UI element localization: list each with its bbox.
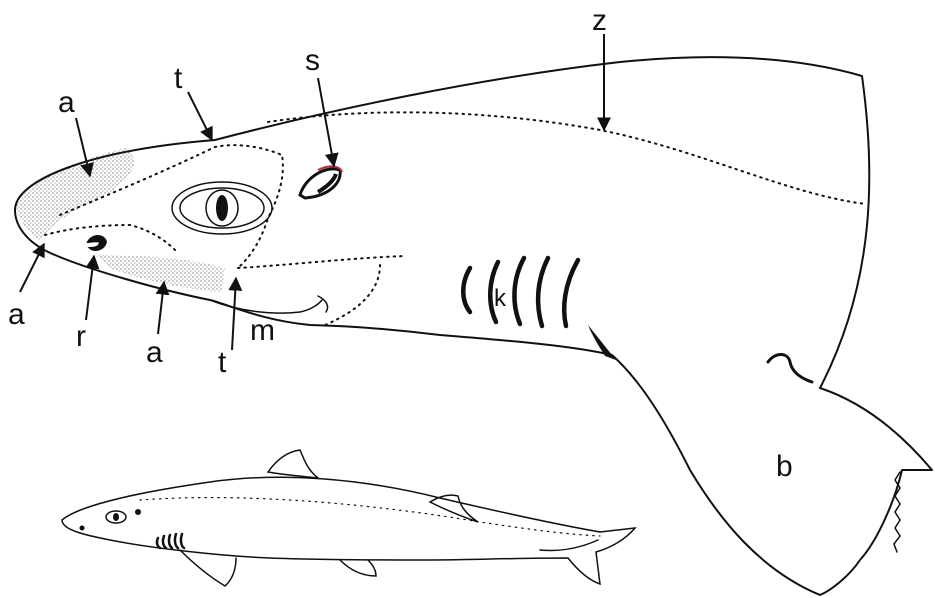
label-s: s bbox=[305, 44, 320, 77]
arrow-r bbox=[86, 256, 94, 320]
small-spiracle-icon bbox=[135, 509, 141, 515]
small-nostril-icon bbox=[80, 526, 85, 531]
small-pupil bbox=[113, 513, 119, 521]
shark-head-illustration bbox=[15, 57, 932, 595]
label-t-lower: t bbox=[218, 346, 227, 379]
snout-boundary-dotted bbox=[45, 225, 175, 250]
pelvic-fin bbox=[340, 560, 376, 576]
label-t-upper: t bbox=[174, 62, 183, 95]
arrow-a-left bbox=[20, 244, 44, 292]
spiracle-icon bbox=[300, 166, 342, 198]
arrow-t-upper bbox=[188, 92, 212, 140]
small-gill-slits bbox=[157, 534, 184, 548]
gill-slits bbox=[463, 258, 578, 326]
label-a-lower: a bbox=[146, 336, 163, 369]
arrow-s bbox=[318, 78, 334, 166]
label-k: k bbox=[494, 285, 507, 312]
arrow-t-lower bbox=[232, 278, 236, 350]
fin-hook bbox=[768, 355, 812, 383]
label-a-left: a bbox=[8, 298, 25, 331]
label-b: b bbox=[776, 450, 793, 483]
label-z: z bbox=[592, 4, 607, 37]
labial-fold bbox=[318, 296, 328, 312]
pectoral-fin-base bbox=[588, 325, 616, 360]
label-m: m bbox=[250, 314, 275, 347]
first-dorsal-fin bbox=[268, 450, 318, 478]
midline bbox=[140, 498, 600, 536]
caudal-fin-lines bbox=[540, 540, 598, 551]
label-a-upper: a bbox=[58, 86, 75, 119]
mouth-corner bbox=[210, 300, 322, 313]
eye-icon bbox=[172, 182, 272, 234]
nostril-icon bbox=[88, 236, 106, 250]
head-outline bbox=[15, 57, 932, 595]
label-r: r bbox=[76, 320, 86, 353]
jaw-boundary-dotted bbox=[325, 265, 380, 325]
second-dorsal-fin bbox=[430, 495, 478, 522]
lateral-line bbox=[268, 112, 866, 204]
arrow-a-lower bbox=[158, 282, 164, 334]
whole-shark-illustration bbox=[62, 450, 635, 586]
part-labels: a t s z a r a t m k b bbox=[8, 4, 793, 483]
stippled-ventral-area bbox=[95, 255, 225, 292]
